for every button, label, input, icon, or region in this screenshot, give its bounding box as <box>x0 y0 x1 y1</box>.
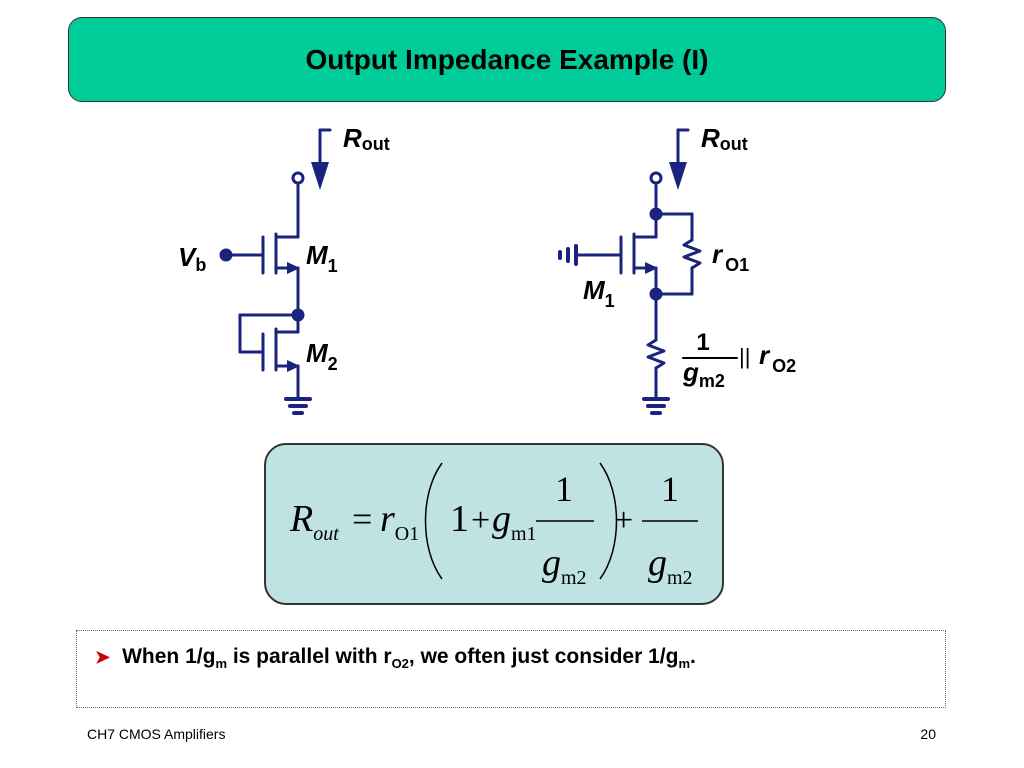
right-bottom-resistor <box>646 338 666 370</box>
left-rout-label: Rout <box>343 123 390 154</box>
formula-frac1-den: gm2 <box>542 542 587 589</box>
slide-title: Output Impedance Example (I) <box>305 43 709 75</box>
formula-plus-1: + <box>471 502 490 539</box>
right-rout-label: Rout <box>701 123 748 154</box>
title-bar: Output Impedance Example (I) <box>68 17 946 102</box>
right-circuit <box>558 128 738 415</box>
right-frac-den: gm2 <box>682 357 725 391</box>
formula-gm1: gm1 <box>492 498 537 545</box>
left-rout-arrowhead <box>311 162 329 190</box>
bullet-point: ➤When 1/gm is parallel with rO2, we ofte… <box>95 645 696 672</box>
formula-plus-2: + <box>614 502 633 539</box>
bullet-arrow-icon: ➤ <box>95 647 111 667</box>
left-vb-label: Vb <box>178 242 206 275</box>
right-rout-arrowhead <box>669 162 687 190</box>
formula-frac2-num: 1 <box>661 469 679 509</box>
right-ground-icon <box>642 397 670 415</box>
formula-left-paren <box>424 462 443 580</box>
right-parallel-symbol: || <box>739 344 750 369</box>
right-m1-label: M1 <box>583 275 615 311</box>
right-gate-ground-icon <box>558 244 578 266</box>
left-vb-node <box>219 248 233 262</box>
formula-right-paren <box>599 462 618 580</box>
left-circuit <box>219 128 332 415</box>
left-m1-label: M1 <box>306 240 338 276</box>
right-m1-transistor <box>574 232 658 275</box>
footer-page-number: 20 <box>920 726 936 742</box>
left-m1-transistor <box>219 232 300 275</box>
left-ground-icon <box>284 397 312 415</box>
rout-formula: Rout = rO1 1 + gm1 1 gm2 + 1 gm2 <box>289 462 698 589</box>
bullet-box: ➤When 1/gm is parallel with rO2, we ofte… <box>76 630 946 708</box>
formula-box: Rout = rO1 1 + gm1 1 gm2 + 1 gm2 <box>264 443 724 605</box>
formula-equals: = <box>352 499 372 539</box>
formula-ro1: rO1 <box>380 498 419 545</box>
formula-frac2-den: gm2 <box>648 542 693 589</box>
left-m2-transistor <box>238 313 300 372</box>
formula-frac1-num: 1 <box>555 469 573 509</box>
circuit-diagrams: Rout Vb M1 M2 Rout M1 rO1 1 gm2 || rO2 <box>178 123 796 415</box>
right-frac-num: 1 <box>696 329 709 356</box>
formula-lhs: Rout <box>289 498 339 545</box>
right-ro1-resistor <box>654 212 702 296</box>
formula-one: 1 <box>450 498 469 540</box>
footer-course: CH7 CMOS Amplifiers <box>87 726 226 742</box>
left-m2-label: M2 <box>306 338 338 374</box>
right-mid-node <box>649 287 663 301</box>
